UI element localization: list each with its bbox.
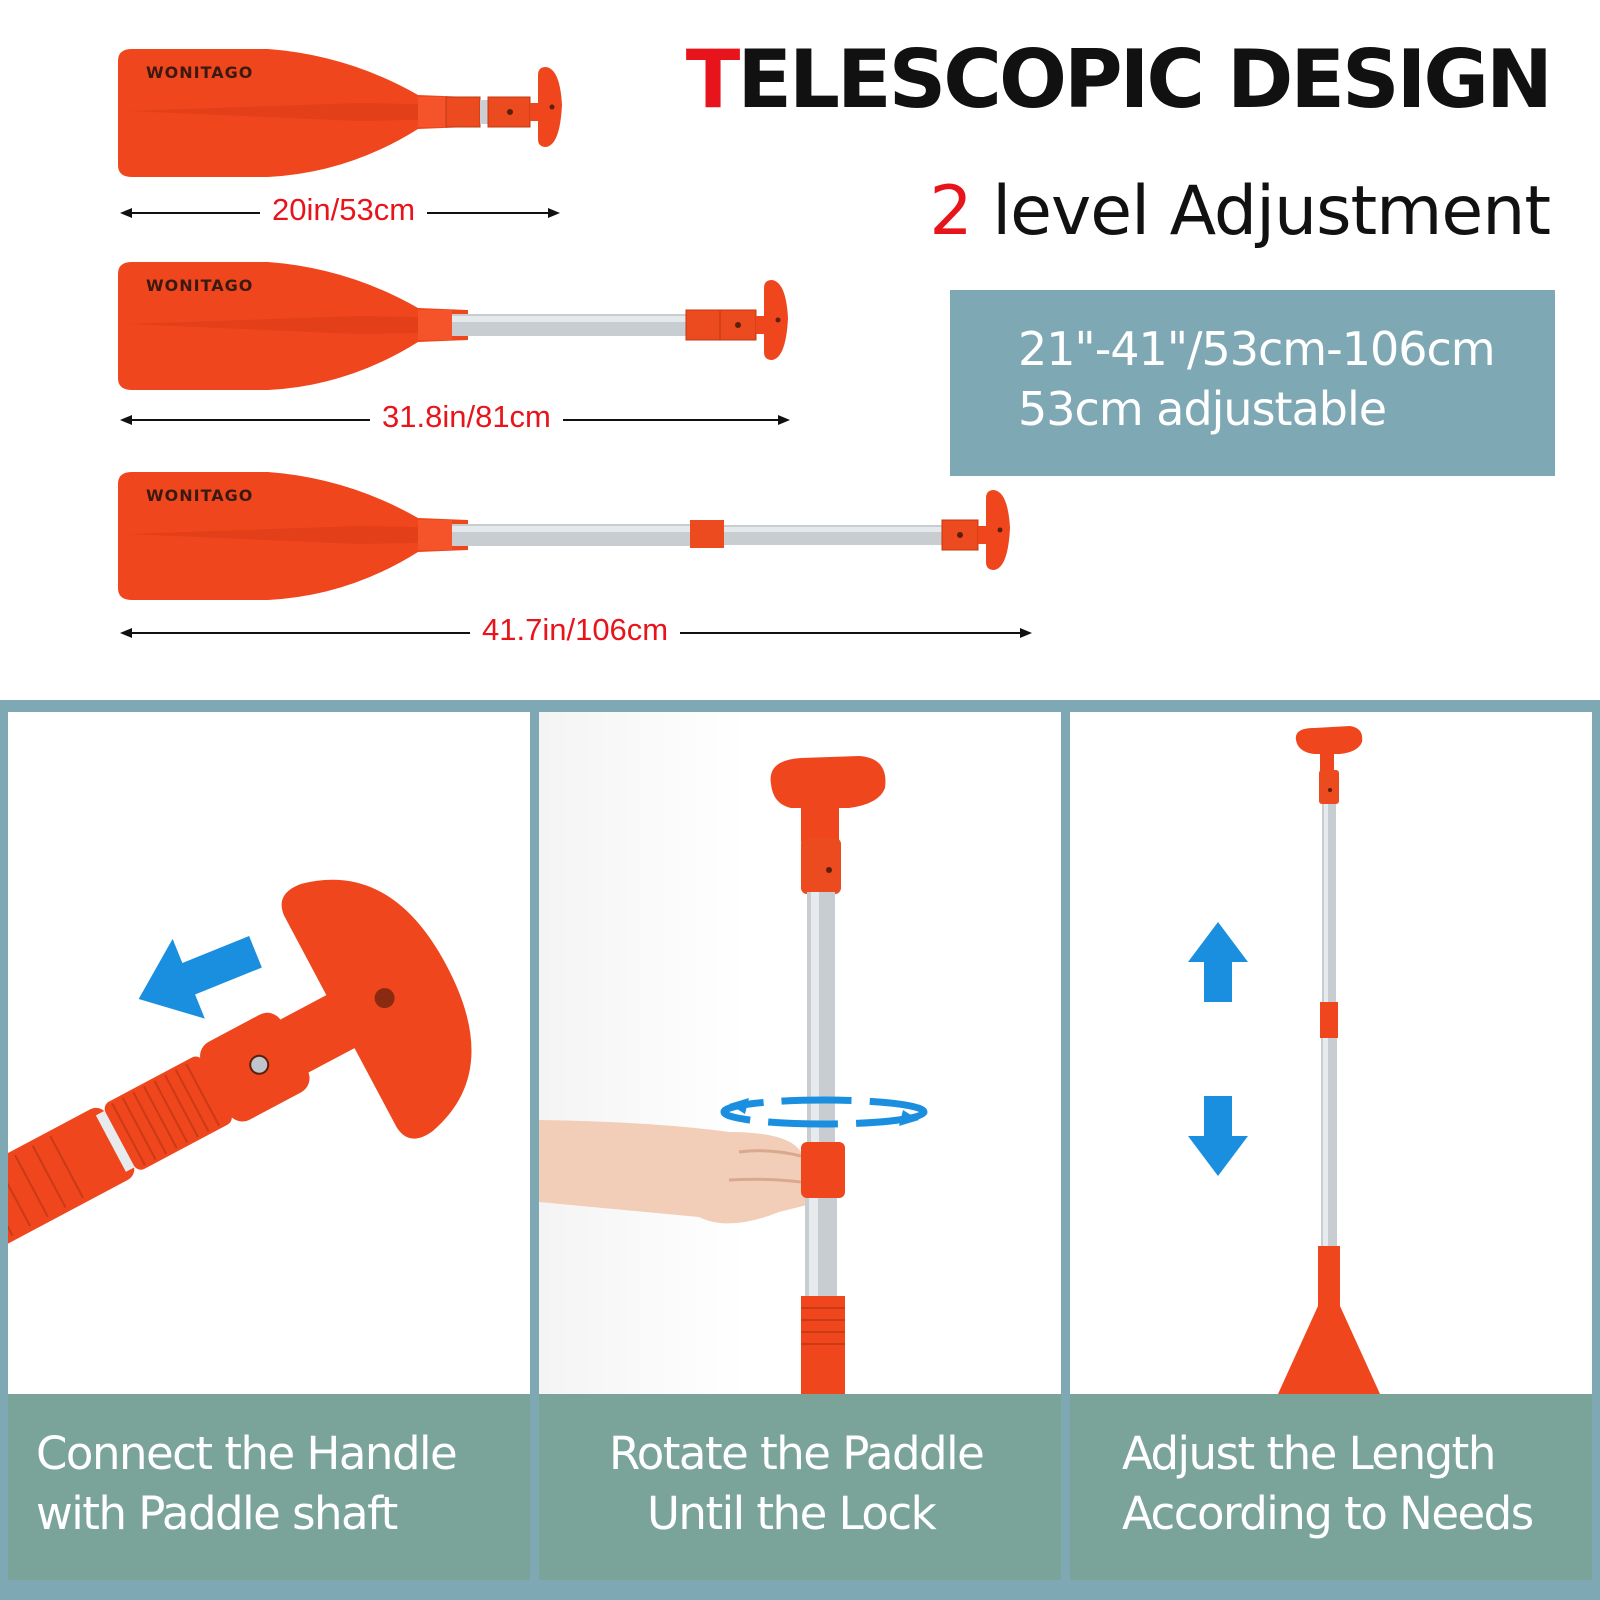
step-caption-line1: Rotate the Paddle [609,1427,985,1480]
title-first-letter: T [685,33,741,126]
step-photo-connect [8,712,530,1394]
step-caption-connect: Connect the Handle with Paddle shaft [8,1394,530,1580]
step-caption-line2: Until the Lock [647,1487,937,1540]
paddle-medium: WONITAGO [118,258,1038,398]
step-caption-adjust: Adjust the Length According to Needs [1070,1394,1592,1580]
spec-adjustable: 53cm adjustable [1018,382,1387,436]
length-label-long: 41.7in/106cm [470,612,681,648]
step-caption-line1: Connect the Handle [36,1427,458,1480]
page-title: TELESCOPIC DESIGN [686,40,1553,120]
step-caption-rotate: Rotate the Paddle Until the Lock [539,1394,1061,1580]
length-indicator-short: 20in/53cm [120,192,560,228]
subtitle-rest: level Adjustment [971,172,1551,251]
length-label-short: 20in/53cm [260,192,428,228]
up-arrow-icon [1188,922,1248,1002]
subtitle-number: 2 [929,172,972,251]
step-caption-line1: Adjust the Length [1122,1427,1496,1480]
step-photo-rotate [539,712,1061,1394]
step-panel-rotate: Rotate the Paddle Until the Lock [539,712,1061,1600]
step-panel-adjust: Adjust the Length According to Needs [1070,712,1592,1600]
down-arrow-icon [1188,1096,1248,1176]
length-indicator-long: 41.7in/106cm [120,612,1032,648]
spec-range: 21"-41"/53cm-106cm [1018,322,1496,376]
paddle-long: WONITAGO [118,468,1038,608]
step-caption-line2: According to Needs [1122,1487,1534,1540]
length-indicator-medium: 31.8in/81cm [120,399,790,435]
step-panel-connect: Connect the Handle with Paddle shaft [8,712,530,1600]
paddle-short: WONITAGO [118,45,1038,185]
length-label-medium: 31.8in/81cm [370,399,563,435]
paddle-brand: WONITAGO [146,486,253,505]
paddle-brand: WONITAGO [146,276,253,295]
step-caption-line2: with Paddle shaft [36,1487,398,1540]
page-subtitle: 2 level Adjustment [929,178,1551,246]
paddle-brand: WONITAGO [146,63,253,82]
step-photo-adjust [1070,712,1592,1394]
rotate-arrows-icon [720,1096,928,1128]
title-rest: ELESCOPIC DESIGN [737,33,1553,126]
left-arrow-icon [138,936,262,1019]
spec-box: 21"-41"/53cm-106cm 53cm adjustable [950,290,1555,476]
